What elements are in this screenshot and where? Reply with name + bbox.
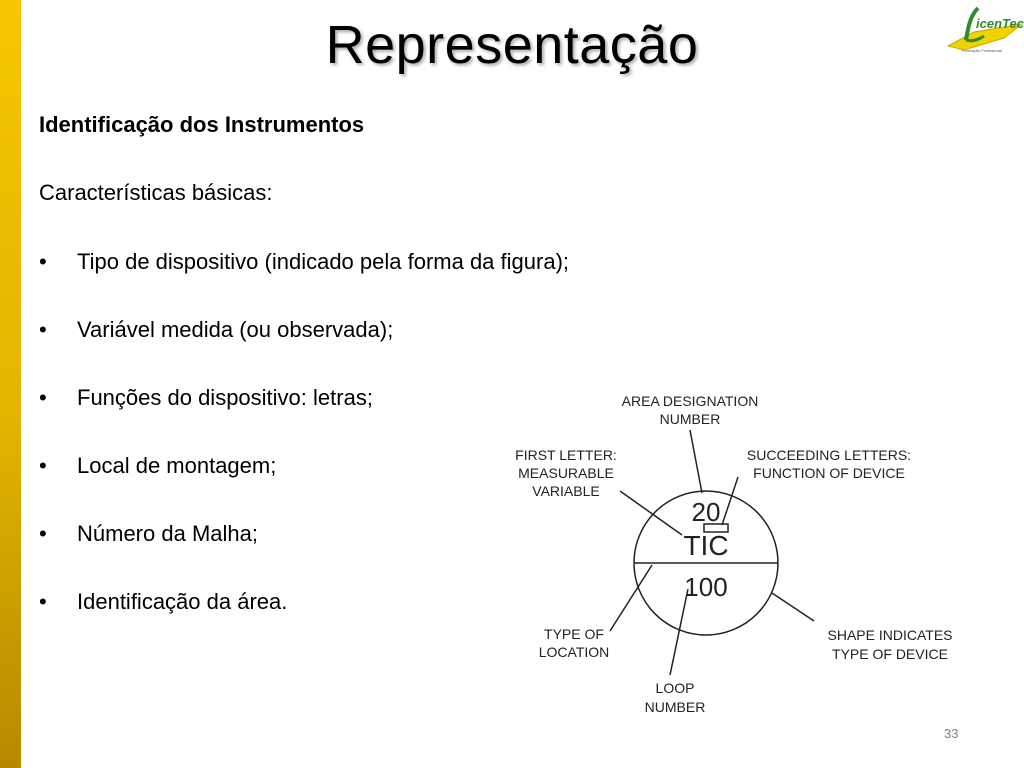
label-loop-2: NUMBER — [645, 699, 706, 715]
label-first-letter-1: FIRST LETTER: — [515, 447, 617, 463]
instrument-identification-diagram: 20 TIC 100 AREA DESIGNATION NUMBER FIRST… — [515, 393, 953, 715]
label-location-1: TYPE OF — [544, 626, 604, 642]
bullet-dot: • — [39, 521, 47, 546]
label-loop-1: LOOP — [656, 680, 695, 696]
bullet-text: Local de montagem; — [77, 453, 277, 478]
licentec-logo: icenTec Formação Profissional — [946, 6, 1024, 53]
bullet-item: • Variável medida (ou observada); — [39, 317, 569, 385]
svg-text:Formação Profissional: Formação Profissional — [962, 48, 1002, 53]
bullet-item: • Identificação da área. — [39, 589, 569, 657]
label-area-designation-2: NUMBER — [660, 411, 721, 427]
label-succeeding-1: SUCCEEDING LETTERS: — [747, 447, 911, 463]
label-succeeding-2: FUNCTION OF DEVICE — [753, 465, 905, 481]
bullet-text: Funções do dispositivo: letras; — [77, 385, 373, 410]
symbol-letters: TIC — [683, 530, 728, 561]
leader-loop — [669, 588, 689, 676]
side-accent-bar — [0, 0, 21, 768]
label-first-letter-2: MEASURABLE — [518, 465, 614, 481]
intro-text: Características básicas: — [39, 180, 273, 205]
label-location-2: LOCATION — [539, 644, 610, 660]
bullet-item: • Funções do dispositivo: letras; — [39, 385, 569, 453]
leader-succeeding — [721, 476, 739, 526]
bullet-item: • Tipo de dispositivo (indicado pela form… — [39, 249, 569, 317]
label-shape-1: SHAPE INDICATES — [828, 627, 953, 643]
label-area-designation-1: AREA DESIGNATION — [622, 393, 759, 409]
page-number: 33 — [944, 726, 959, 741]
leader-location — [609, 564, 653, 632]
bullet-dot: • — [39, 317, 47, 342]
bullet-text: Número da Malha; — [77, 521, 258, 546]
section-heading: Identificação dos Instrumentos — [39, 112, 365, 137]
bullet-item: • Número da Malha; — [39, 521, 569, 589]
bullet-text: Identificação da área. — [77, 589, 288, 614]
label-first-letter-3: VARIABLE — [532, 483, 599, 499]
svg-text:icenTec: icenTec — [976, 16, 1024, 31]
bullet-list: • Tipo de dispositivo (indicado pela form… — [39, 249, 569, 657]
bullet-dot: • — [39, 385, 47, 410]
succeeding-letters-bracket — [703, 523, 729, 533]
bullet-dot: • — [39, 453, 47, 478]
label-shape-2: TYPE OF DEVICE — [832, 646, 948, 662]
leader-shape — [771, 592, 815, 622]
leader-first-letter — [619, 490, 683, 536]
leader-area — [689, 429, 703, 494]
bullet-item: • Local de montagem; — [39, 453, 569, 521]
bullet-text: Tipo de dispositivo (indicado pela forma… — [77, 249, 570, 274]
symbol-area-number: 20 — [692, 497, 721, 527]
bullet-text: Variável medida (ou observada); — [77, 317, 394, 342]
bullet-dot: • — [39, 589, 47, 614]
symbol-loop-number: 100 — [684, 572, 727, 602]
bullet-dot: • — [39, 249, 47, 274]
slide-title: Representação — [325, 15, 699, 75]
